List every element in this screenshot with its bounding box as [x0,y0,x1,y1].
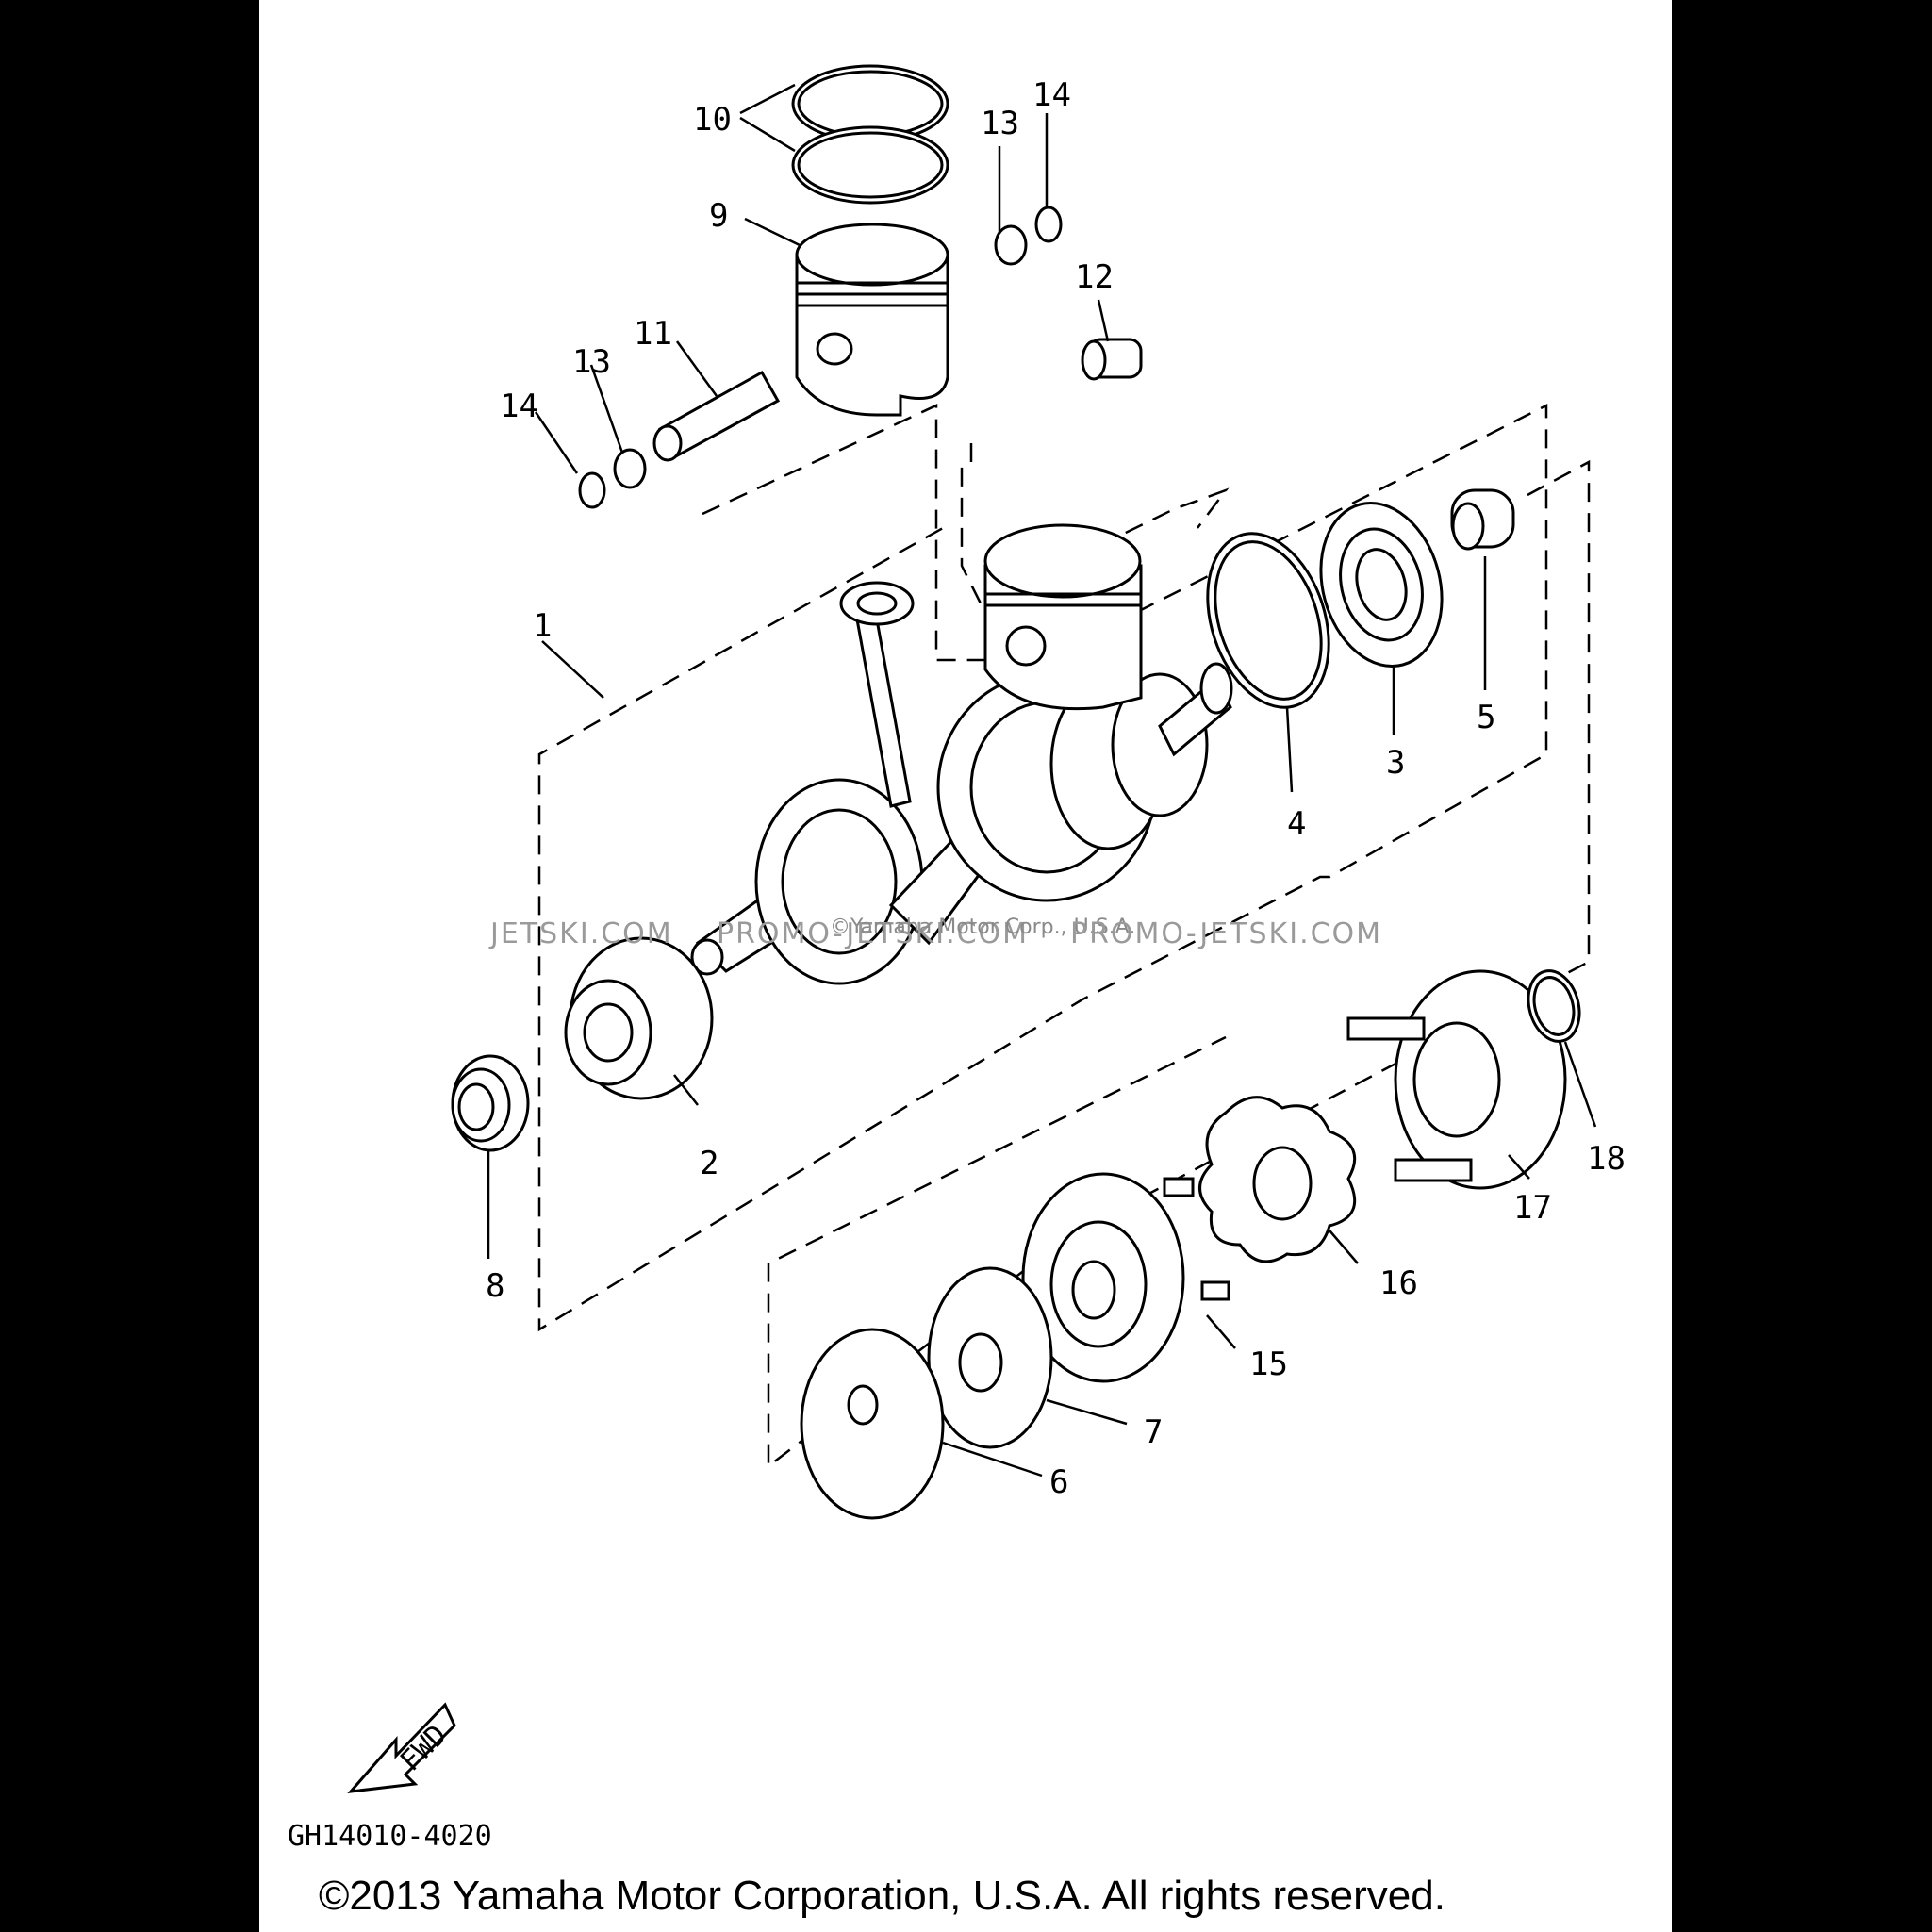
callout-4: 4 [1287,805,1306,843]
callout-9: 9 [709,197,728,235]
circlips [578,206,1063,509]
watermark-small: ©Yamaha Motor Corp., U.S.A. [830,916,1135,939]
snap-ring [1206,532,1330,709]
coupling [1021,1172,1230,1383]
diagram-sheet: FWD 1 2 3 4 5 6 7 8 9 10 11 [259,0,1672,1932]
washer [927,1266,1053,1449]
watermark: JETSKI.COM PROMO-JETSKI.COM ©Yamaha Moto… [488,916,1382,950]
bearing-right [1319,501,1444,669]
crankshaft [690,581,1233,985]
copyright-notice: ©2013 Yamaha Motor Corporation, U.S.A. A… [319,1873,1445,1919]
callout-15: 15 [1249,1346,1288,1383]
callout-18: 18 [1587,1140,1626,1178]
watermark-right: PROMO-JETSKI.COM [1070,917,1382,950]
callout-8: 8 [486,1267,504,1305]
watermark-mid: PROMO-JETSKI.COM [717,917,1029,950]
drawing-code: GH14010-4020 [288,1820,492,1853]
needle-bearing [1081,338,1143,381]
piston-second [983,523,1143,711]
coupling-outer [1346,969,1567,1190]
oil-seal [451,1054,530,1152]
callout-16: 16 [1379,1264,1418,1302]
damper [1198,1096,1357,1263]
callout-10: 10 [693,101,732,139]
piston [795,223,949,417]
fwd-arrow-icon: FWD [347,1702,456,1793]
crankshaft-piston-diagram: FWD 1 2 3 4 5 6 7 8 9 10 11 [288,64,1626,1919]
callout-labels: 1 2 3 4 5 6 7 8 9 10 11 12 13 13 14 14 1… [486,76,1626,1501]
piston-rings [791,64,949,205]
callout-1: 1 [533,607,552,645]
callout-17: 17 [1513,1189,1552,1227]
watermark-left: JETSKI.COM [488,917,673,950]
callout-5: 5 [1477,699,1495,736]
spacer [800,1328,945,1520]
bearing-left [564,936,714,1100]
callout-14-left: 14 [500,388,538,425]
callout-13-left: 13 [572,343,611,381]
callout-14-top: 14 [1032,76,1071,114]
callout-13-top: 13 [981,105,1019,142]
leader-lines [487,83,1597,1478]
o-ring [1527,969,1581,1043]
callout-6: 6 [1049,1463,1068,1501]
collar [1450,488,1515,551]
piston-pin [652,370,781,462]
callout-3: 3 [1386,744,1405,782]
callout-7: 7 [1144,1413,1163,1451]
callout-11: 11 [634,315,672,353]
callout-2: 2 [700,1145,718,1182]
callout-12: 12 [1075,258,1114,296]
